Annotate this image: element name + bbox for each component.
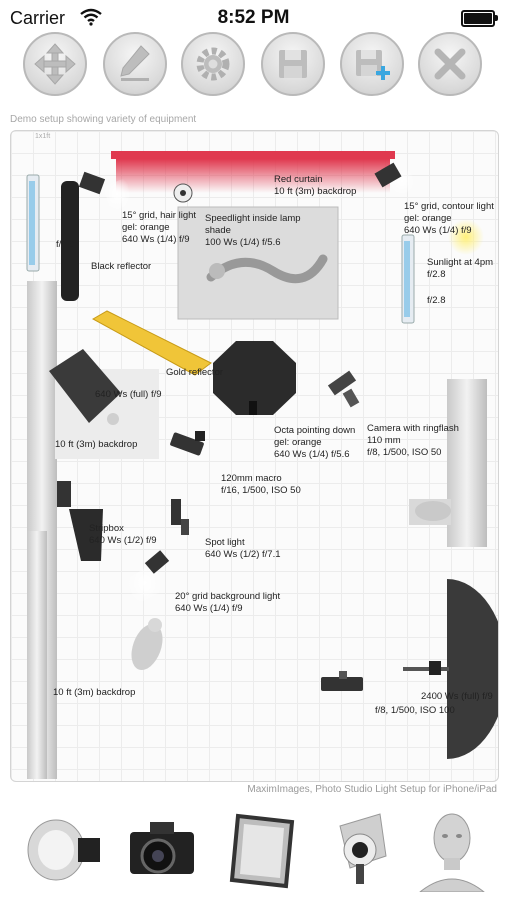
camera-ringflash-label: Camera with ringflash 110 mm f/8, 1/500,… [367,423,459,458]
save-button[interactable] [261,32,325,96]
speedlight-label: Speedlight inside lamp shade 100 Ws (1/4… [205,213,301,248]
contour-light-label: 15° grid, contour light gel: orange 640 … [404,201,494,236]
palette-camera[interactable] [120,808,204,892]
bottom-model[interactable] [126,618,169,674]
spot-light[interactable] [171,499,189,535]
move-icon [34,43,76,85]
left-window[interactable] [26,174,40,272]
palette-beauty-dish[interactable] [22,808,106,892]
edit-icon [120,45,150,81]
carrier-label: Carrier [10,8,66,28]
setup-canvas[interactable]: 1x1ft [10,130,499,782]
ringflash-light[interactable] [327,370,360,408]
palette-model-head[interactable] [410,808,494,893]
battery-icon [461,10,498,27]
beauty-dish-icon [27,819,100,881]
hair-light[interactable] [78,171,131,211]
window-aperture-label: f/2.8 [427,295,446,306]
stripbox[interactable] [57,481,103,561]
gold-reflector[interactable] [91,310,212,376]
macro-camera-label: 120mm macro f/16, 1/500, ISO 50 [221,473,301,496]
palette-reflector-panel[interactable] [222,808,306,892]
setup-caption: Demo setup showing variety of equipment [10,114,197,125]
status-bar: Carrier 8:52 PM [0,0,507,36]
equipment-layer [26,151,498,779]
umbrella-label: 2400 Ws (full) f/9 [421,691,493,702]
sun-icon[interactable] [448,219,484,255]
wifi-icon [80,8,102,26]
red-curtain[interactable] [111,151,395,193]
right-backdrop[interactable] [409,379,487,547]
octa-softbox[interactable] [213,341,296,415]
black-reflector-label: Black reflector [91,261,152,272]
spotlight-icon [339,813,387,884]
footer-credit: MaximImages, Photo Studio Light Setup fo… [247,784,497,795]
gold-reflector-label: Gold reflector [166,367,224,378]
bottom-camera-label: f/8, 1/500, ISO 100 [375,705,455,716]
model-head-icon [418,813,486,893]
red-curtain-label: Red curtain 10 ft (3m) backdrop [274,174,357,197]
settings-button[interactable] [181,32,245,96]
move-button[interactable] [23,32,87,96]
umbrella[interactable] [403,579,498,759]
save-icon [279,50,307,78]
equipment-palette [0,800,507,900]
toolbar [0,32,507,108]
grid-background-label: 20° grid background light 640 Ws (1/4) f… [175,591,281,614]
hair-light-label: 15° grid, hair light gel: orange 640 Ws … [122,210,197,245]
contour-light[interactable] [374,162,415,195]
settings-icon [196,47,230,81]
bottom-camera[interactable] [321,671,363,691]
bottom-backdrop-label: 10 ft (3m) backdrop [53,687,136,698]
grid-scale-label: 1x1ft [35,133,51,140]
right-window[interactable] [401,234,415,324]
save-add-button[interactable] [340,32,404,96]
left-backdrop-label: 10 ft (3m) backdrop [55,439,138,450]
camera-icon [130,822,194,874]
close-icon [434,48,466,80]
grid-background-light[interactable] [127,550,170,605]
clock: 8:52 PM [217,7,290,28]
close-button[interactable] [418,32,482,96]
lamp-shade-model[interactable] [177,206,339,320]
stripbox-label: Stripbox 640 Ws (1/2) f/9 [89,523,157,546]
octa-label: Octa pointing down gel: orange 640 Ws (1… [274,425,356,460]
speedlight-grid[interactable] [173,183,193,203]
reflector-panel-icon [229,813,295,889]
softbox-label: 640 Ws (full) f/9 [95,389,162,400]
palette-spotlight[interactable] [320,808,404,892]
softbox[interactable] [49,349,159,459]
bottom-left-backdrop [27,531,47,779]
left-window-label: f/1.0 [56,239,75,250]
edit-button[interactable] [103,32,167,96]
spot-light-label: Spot light 640 Ws (1/2) f/7.1 [205,537,281,560]
sunlight-label: Sunlight at 4pm f/2.8 [427,257,494,280]
save-add-icon [356,50,390,80]
black-reflector[interactable] [61,181,79,301]
macro-camera[interactable] [170,431,205,456]
